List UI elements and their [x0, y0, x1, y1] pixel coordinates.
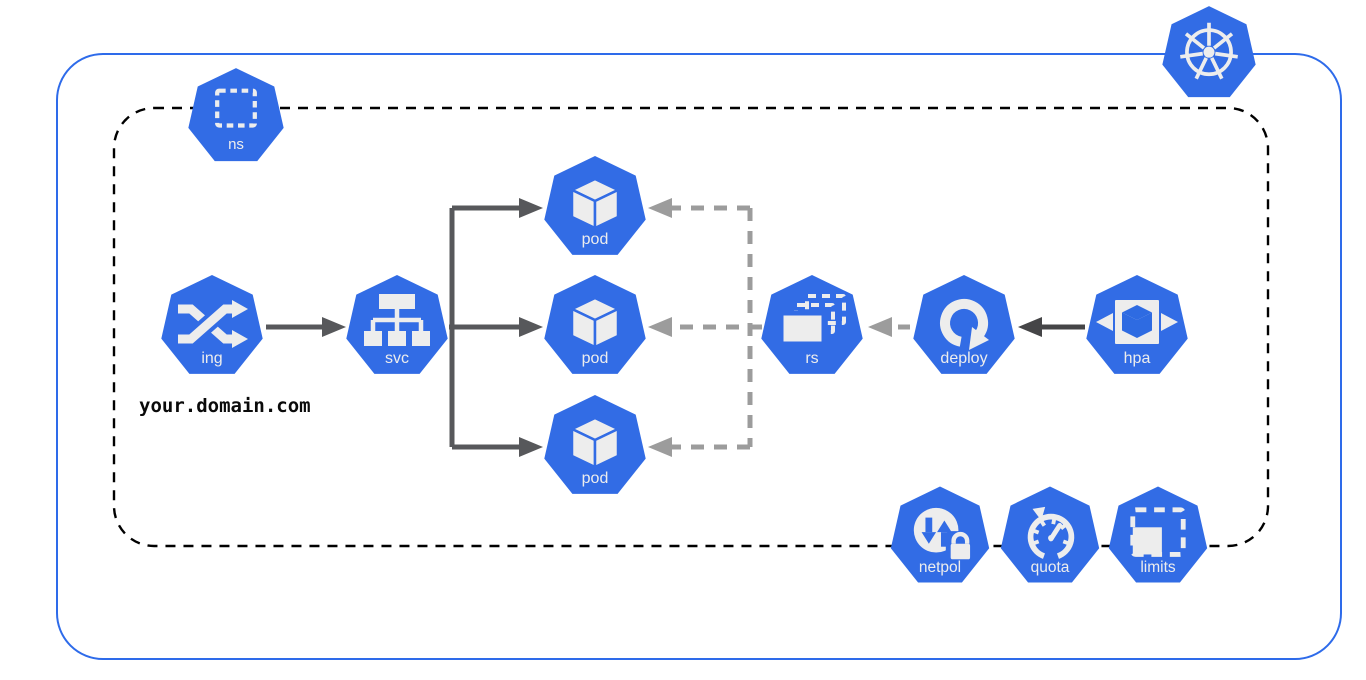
edge-svc-to-pods — [449, 198, 543, 457]
limit-range-icon — [1130, 507, 1186, 557]
node-label-deploy: deploy — [940, 350, 987, 367]
node-ing: ing — [161, 275, 263, 374]
node-label-pod: pod — [582, 350, 609, 367]
pod-cube-icon — [569, 296, 621, 349]
node-label-ns: ns — [228, 136, 244, 153]
edge-deploy-to-rs — [868, 317, 910, 337]
service-icon — [364, 294, 430, 346]
node-quota: quota — [1000, 486, 1100, 583]
hpa-icon — [1096, 300, 1178, 344]
node-netpol: netpol — [890, 486, 990, 583]
node-hpa: hpa — [1086, 275, 1188, 374]
node-label-ing: ing — [201, 350, 222, 367]
node-svc: svc — [346, 275, 448, 374]
node-label-hpa: hpa — [1124, 350, 1151, 367]
node-pod-2: pod — [544, 275, 646, 374]
resource-quota-icon — [1027, 506, 1075, 559]
kubernetes-helm-icon — [1180, 22, 1238, 80]
namespace-boundary — [112, 106, 1270, 548]
node-label-svc: svc — [385, 350, 409, 367]
ingress-domain-text: your.domain.com — [139, 395, 311, 417]
ingress-icon — [178, 300, 248, 348]
node-rs: rs — [761, 275, 863, 374]
edge-rs-to-pods — [648, 198, 762, 457]
node-pod-1: pod — [544, 156, 646, 255]
replicaset-icon — [778, 294, 846, 347]
edge-hpa-to-deploy — [1018, 317, 1085, 337]
pod-cube-icon — [569, 416, 621, 469]
node-label-pod: pod — [582, 470, 609, 487]
namespace-icon — [215, 88, 257, 128]
node-label-netpol: netpol — [919, 559, 961, 576]
edge-ing-to-svc — [266, 317, 346, 337]
node-pod-3: pod — [544, 395, 646, 494]
network-policy-icon — [913, 507, 973, 561]
node-limits: limits — [1108, 486, 1208, 583]
node-label-quota: quota — [1031, 559, 1070, 576]
pod-cube-icon — [569, 177, 621, 230]
node-label-rs: rs — [805, 350, 818, 367]
node-label-pod: pod — [582, 231, 609, 248]
node-ns: ns — [188, 68, 284, 162]
node-deploy: deploy — [913, 275, 1015, 374]
deployment-icon — [940, 299, 989, 350]
node-label-limits: limits — [1140, 559, 1176, 576]
cluster-boundary — [56, 53, 1342, 660]
node-kubernetes-logo — [1162, 6, 1256, 98]
